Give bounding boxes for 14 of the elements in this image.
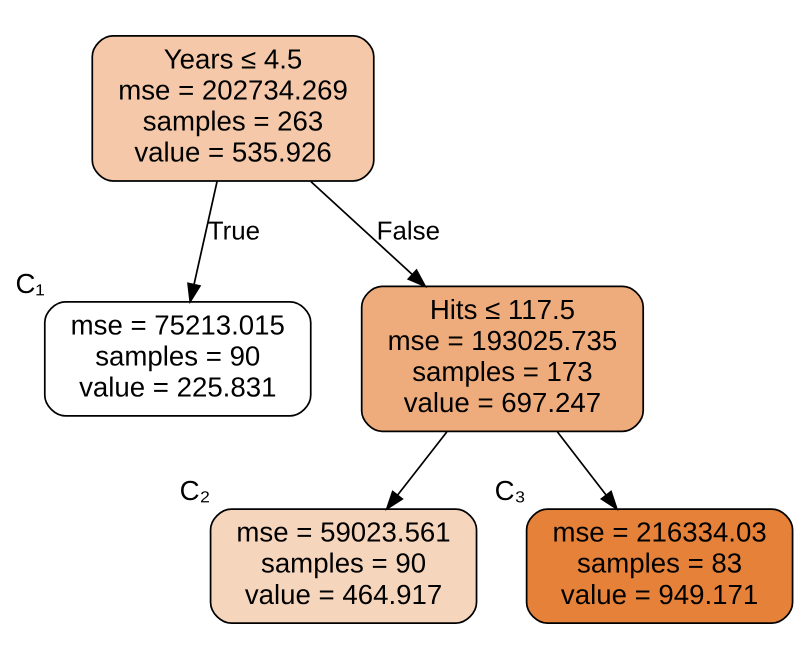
arrow: [556, 431, 618, 511]
node-label: C₃: [494, 475, 526, 506]
node-label: C₂: [180, 475, 210, 506]
node-box: mse = 75213.015 samples = 90 value = 225.831: [44, 301, 312, 417]
node-box: mse = 216334.03 samples = 83 value = 949.171: [526, 508, 794, 624]
node-box: mse = 59023.561 samples = 90 value = 464.917: [210, 508, 478, 624]
arrow: [385, 431, 448, 511]
edge-label: False: [376, 218, 440, 246]
edge-label: True: [208, 218, 260, 246]
arrow: [187, 181, 218, 304]
node-box: Hits ≤ 117.5 mse = 193025.735 samples = 173 value = 697.247: [360, 285, 644, 432]
arrow: [310, 180, 428, 288]
node-label: C₁: [15, 268, 45, 299]
node-box: Years ≤ 4.5 mse = 202734.269 samples = 263 value = 535.926: [91, 35, 375, 182]
